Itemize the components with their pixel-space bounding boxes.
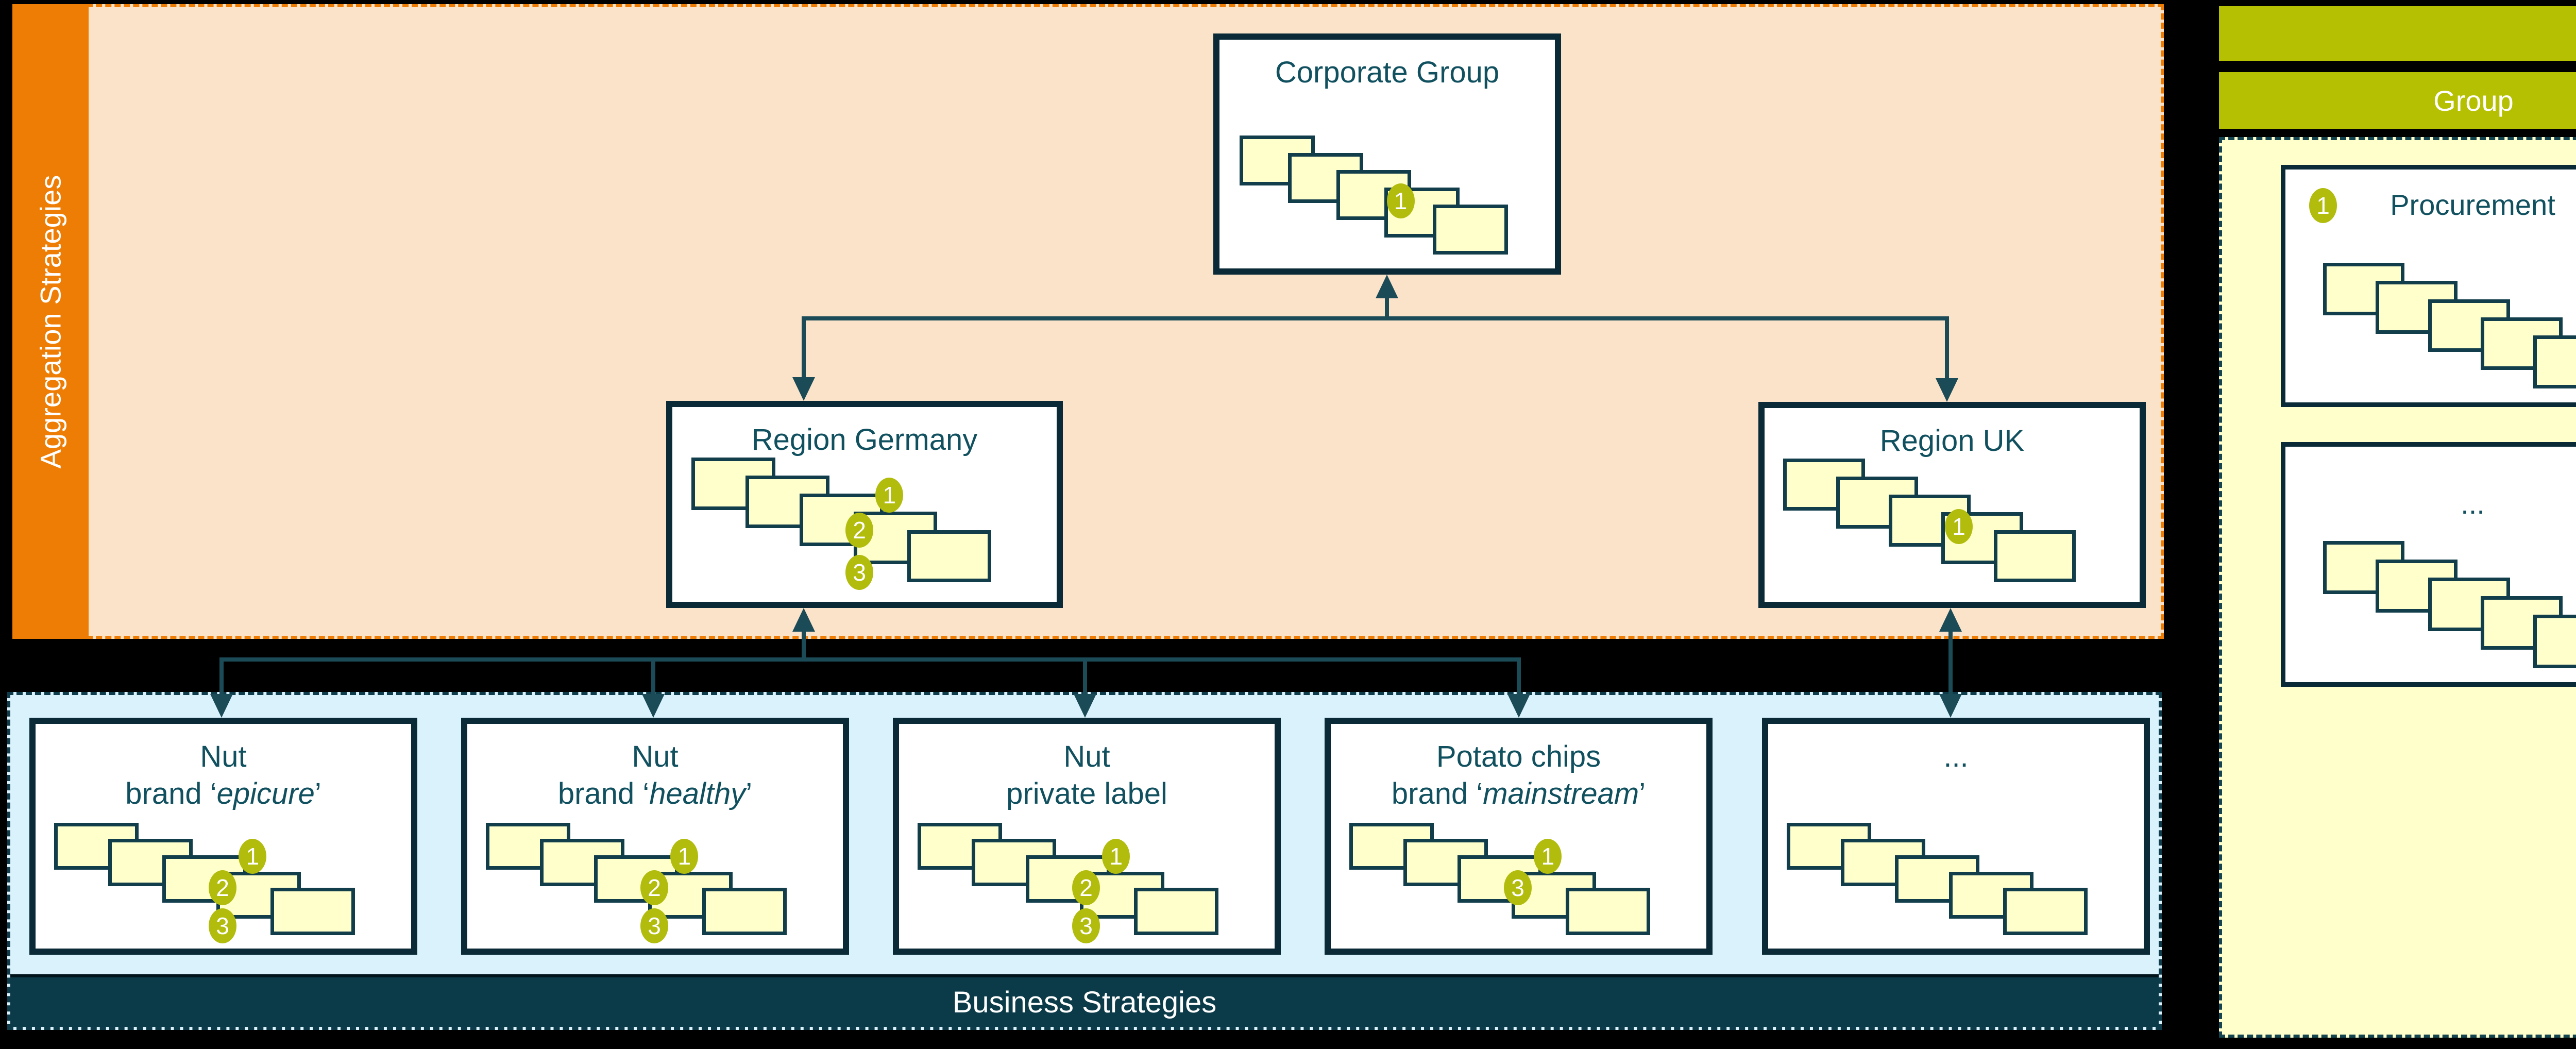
number-badge-3: 3 <box>1504 870 1532 906</box>
arrow-into-region-uk-bottom <box>1939 608 1962 632</box>
strategy-cards-cascade: 1 <box>1783 458 2076 583</box>
number-badge-1: 1 <box>875 477 904 513</box>
number-badge-1: 1 <box>1386 183 1415 219</box>
arrow-into-nut-epicure <box>210 694 233 718</box>
number-badge-1: 1 <box>1102 839 1130 874</box>
number-badge-1: 1 <box>239 839 267 874</box>
number-badge-1: 1 <box>1534 839 1562 874</box>
business-box-ellipsis: ... <box>1762 718 2150 955</box>
box-title: 1 Procurement <box>2285 170 2576 223</box>
connector-regions-horizontal <box>802 316 1949 320</box>
connector-drop-nut-healthy <box>651 659 655 697</box>
number-badge-1: 1 <box>1945 509 1973 545</box>
connector-drop-potato-chips <box>1517 659 1521 697</box>
arrow-into-nut-private-label <box>1074 694 1096 718</box>
connector-uk-ellipsis-vertical <box>1948 630 1953 697</box>
arrow-into-business-ellipsis <box>1939 694 1962 718</box>
number-badge-2: 2 <box>845 512 874 548</box>
box-title: Nut brand ‘healthy’ <box>557 740 753 810</box>
sticky-note <box>1566 888 1650 935</box>
aggregation-strategies-label: Aggregation Strategies <box>34 175 67 468</box>
connector-business-horizontal <box>219 657 1521 662</box>
sticky-note <box>2533 335 2576 388</box>
sticky-note <box>1433 205 1508 255</box>
number-badge-3: 3 <box>1072 908 1100 944</box>
number-badge-3: 3 <box>845 554 874 590</box>
functional-box-procurement: 1 Procurement <box>2281 165 2576 407</box>
sticky-note <box>1994 530 2076 583</box>
strategy-cards-cascade <box>2323 540 2576 668</box>
aggregation-strategies-labelbar: Aggregation Strategies <box>12 4 89 639</box>
sticky-note <box>270 888 355 935</box>
strategy-cards-cascade <box>1787 822 2088 935</box>
box-title: ... <box>1943 740 1969 773</box>
box-title: Nut private label <box>1006 740 1167 810</box>
number-badge-2: 2 <box>209 870 237 906</box>
region-uk-box: Region UK 1 <box>1758 402 2146 608</box>
number-badge-1: 1 <box>670 839 699 874</box>
number-badge-3: 3 <box>209 908 237 944</box>
strategy-cards-cascade: 1 <box>1240 136 1508 255</box>
arrow-into-nut-healthy <box>642 694 665 718</box>
box-title: Nut brand ‘epicure’ <box>125 740 321 810</box>
box-title: ... <box>2461 487 2485 520</box>
region-uk-title: Region UK <box>1879 424 2025 458</box>
number-badge-2: 2 <box>640 870 669 906</box>
sticky-note <box>702 888 787 935</box>
badge-1: 1 <box>2309 188 2337 223</box>
number-badge-2: 2 <box>1072 870 1100 906</box>
corporate-group-title: Corporate Group <box>1275 56 1500 89</box>
functional-strategies-header: Functional Strategies <box>2219 6 2576 61</box>
arrow-into-region-uk <box>1936 378 1958 402</box>
strategy-cards-cascade <box>2323 262 2576 388</box>
connector-drop-nut-private-label <box>1083 659 1087 697</box>
sticky-note <box>907 530 992 583</box>
connector-corporate-vertical <box>1385 295 1389 320</box>
box-title: Potato chips brand ‘mainstream’ <box>1391 740 1646 810</box>
sticky-note <box>2533 614 2576 668</box>
sticky-note <box>1134 888 1218 935</box>
sticky-note <box>2003 888 2088 935</box>
arrow-into-region-germany <box>792 377 815 401</box>
connector-germany-business-vertical <box>802 630 806 662</box>
functional-box-group-ellipsis: ... <box>2281 442 2576 687</box>
arrow-into-corporate-group <box>1376 275 1398 298</box>
number-badge-3: 3 <box>640 908 669 944</box>
corporate-group-box: Corporate Group 1 <box>1213 33 1561 275</box>
arrow-into-potato-chips <box>1507 694 1530 718</box>
connector-drop-nut-epicure <box>219 659 224 697</box>
business-strategies-bar: Business Strategies <box>10 974 2159 1027</box>
arrow-into-region-germany-bottom <box>792 608 815 632</box>
functional-column-header-group: Group <box>2219 72 2576 129</box>
business-strategies-label: Business Strategies <box>952 985 1217 1019</box>
region-germany-title: Region Germany <box>751 423 978 456</box>
connector-region-uk-drop <box>1945 318 1949 380</box>
connector-region-germany-drop <box>802 318 806 380</box>
